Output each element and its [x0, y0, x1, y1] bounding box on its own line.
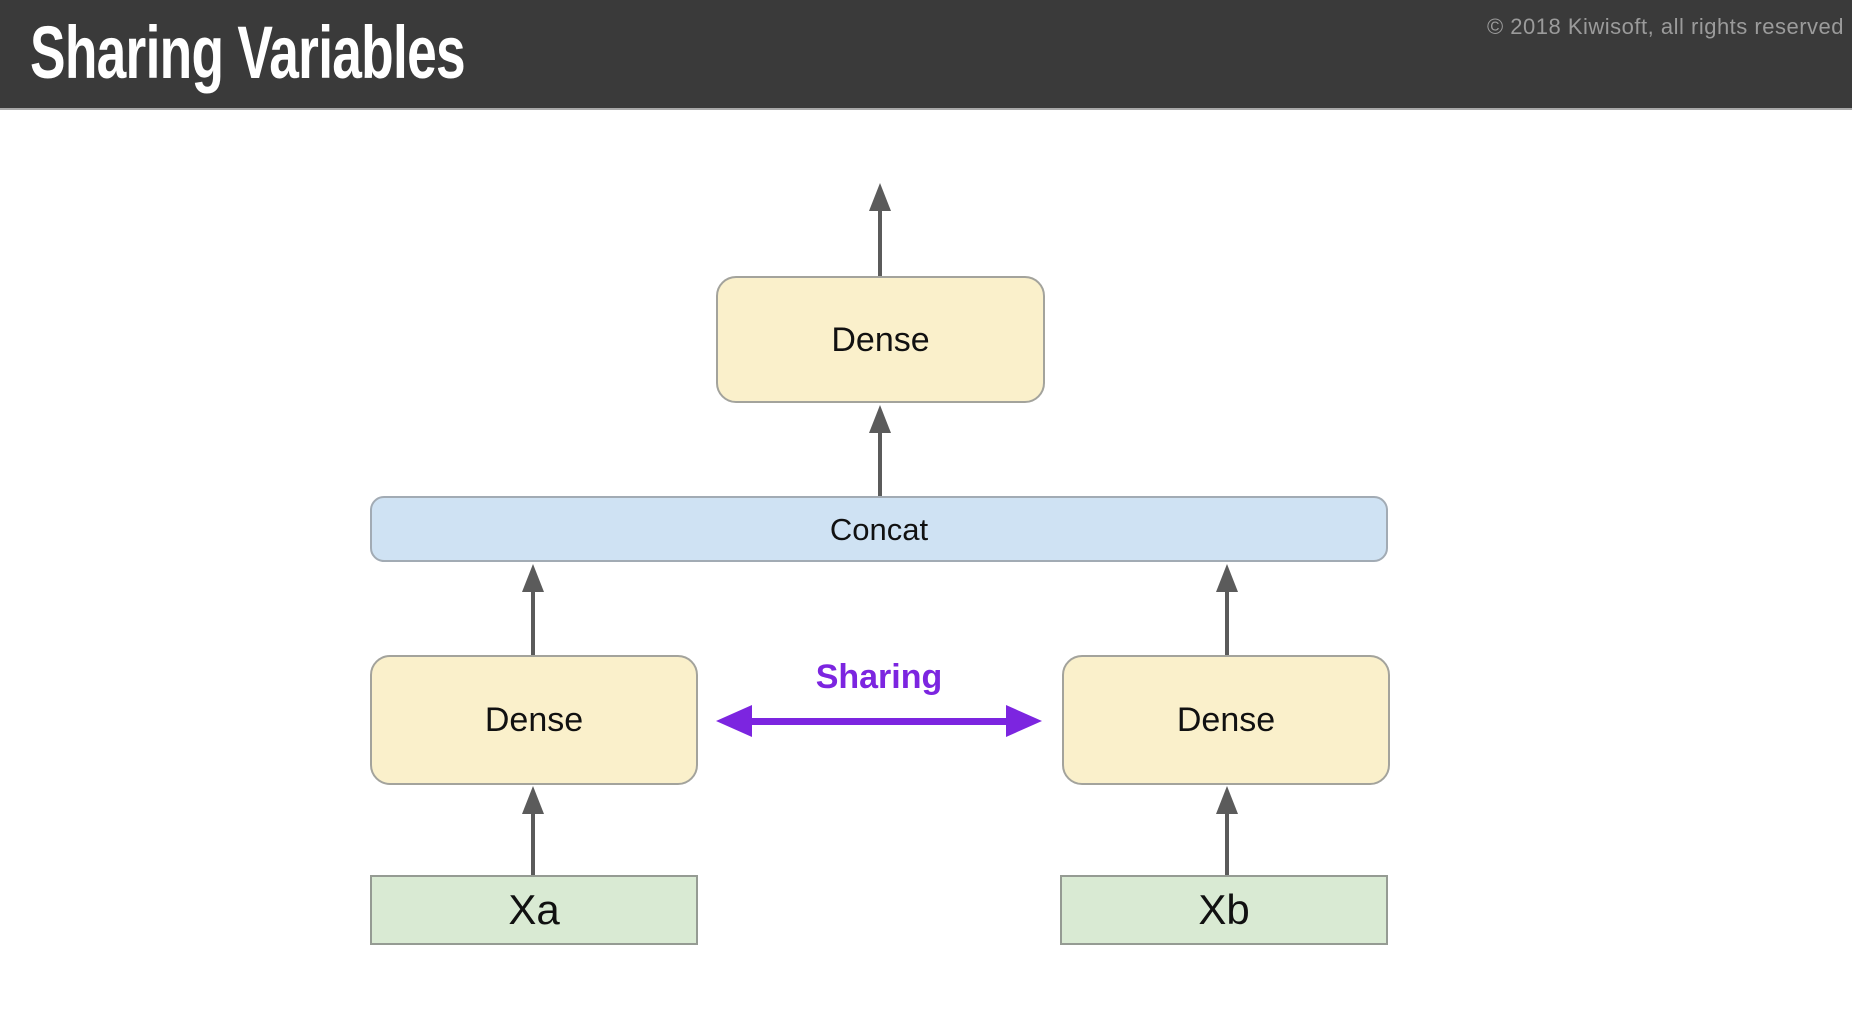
copyright-text: © 2018 Kiwisoft, all rights reserved — [1486, 14, 1844, 39]
node-dense-top: Dense — [716, 276, 1045, 403]
sharing-bidirectional-arrow-icon — [716, 704, 1042, 738]
arrowhead-right-icon — [1006, 705, 1042, 737]
arrow-shaft — [531, 810, 535, 875]
edge-dense-left-to-concat-arrow-icon — [521, 564, 545, 655]
node-label: Xb — [1198, 886, 1250, 933]
node-dense-left: Dense — [370, 655, 698, 785]
arrowhead-up-icon — [1216, 786, 1238, 814]
edge-dense-top-to-output-arrow-icon — [868, 183, 892, 276]
header-bar: Sharing Variables © 2018 Kiwisoft, all r… — [0, 0, 1852, 110]
arrow-shaft — [878, 207, 882, 276]
arrowhead-up-icon — [1216, 564, 1238, 592]
arrowhead-up-icon — [522, 564, 544, 592]
node-label: Xa — [508, 886, 560, 933]
node-label: Dense — [831, 320, 930, 359]
node-xa: Xa — [370, 875, 698, 945]
arrowhead-left-icon — [716, 705, 752, 737]
edge-xb-to-dense-right-arrow-icon — [1215, 786, 1239, 875]
arrow-shaft — [1225, 810, 1229, 875]
node-label: Dense — [484, 701, 584, 739]
arrow-shaft — [752, 717, 1006, 725]
arrowhead-up-icon — [522, 786, 544, 814]
slide-title: Sharing Variables — [30, 10, 466, 94]
edge-concat-to-dense-top-arrow-icon — [868, 405, 892, 496]
arrow-shaft — [1225, 588, 1229, 655]
node-xb: Xb — [1060, 875, 1388, 945]
arrow-shaft — [531, 588, 535, 655]
edge-xa-to-dense-left-arrow-icon — [521, 786, 545, 875]
edge-dense-right-to-concat-arrow-icon — [1215, 564, 1239, 655]
arrow-shaft — [878, 429, 882, 496]
sharing-label: Sharing — [815, 658, 943, 696]
node-label: Dense — [1176, 701, 1276, 739]
node-dense-right: Dense — [1062, 655, 1390, 785]
node-concat: Concat — [370, 496, 1388, 562]
arrowhead-up-icon — [869, 183, 891, 211]
arrowhead-up-icon — [869, 405, 891, 433]
node-label: Concat — [829, 511, 929, 547]
